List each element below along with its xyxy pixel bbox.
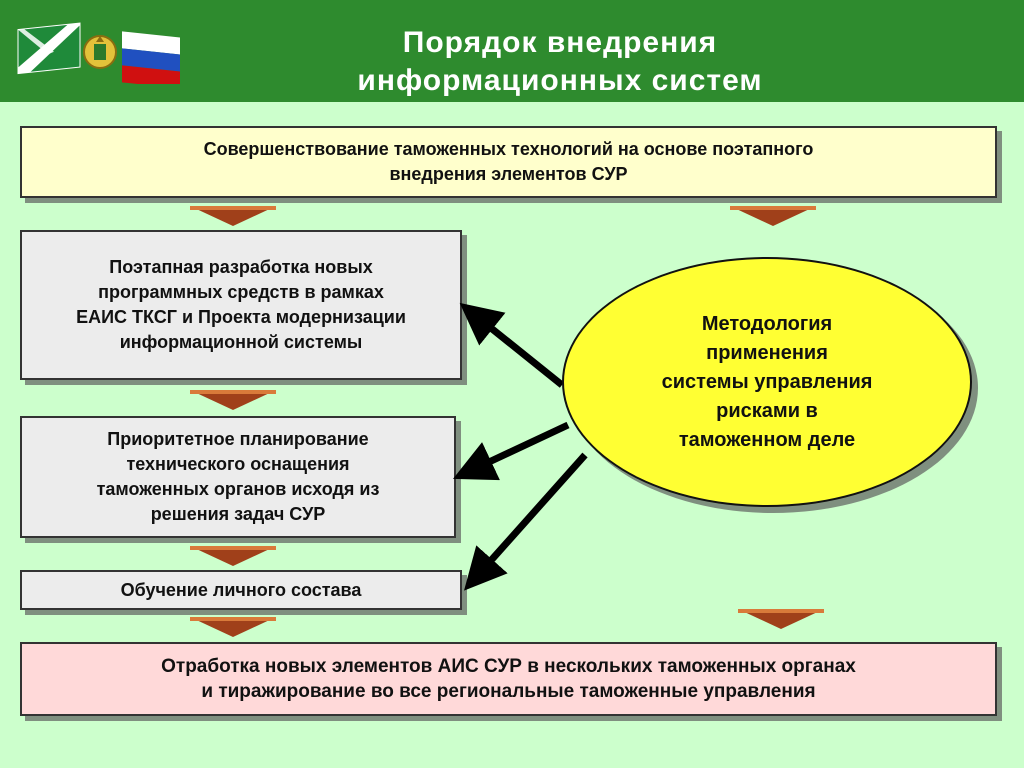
down-arrow-icon — [190, 546, 276, 566]
down-arrow-icon — [190, 617, 276, 637]
header-bar: Порядок внедрения информационных систем — [0, 0, 1024, 102]
step-text: Приоритетное планирование технического о… — [96, 429, 380, 524]
top-goal-text: Совершенствование таможенных технологий … — [203, 139, 814, 184]
bottom-result-box: Отработка новых элементов АИС СУР в неск… — [20, 642, 997, 716]
down-arrow-icon — [190, 206, 276, 226]
down-arrow-icon — [190, 390, 276, 410]
step-text: Обучение личного состава — [120, 579, 362, 600]
connector-arrow-icon — [452, 421, 570, 481]
step-box-planning: Приоритетное планирование технического о… — [20, 416, 456, 538]
methodology-ellipse: Методология применения системы управлени… — [562, 257, 972, 507]
customs-emblem-flags-icon — [17, 22, 180, 84]
methodology-text: Методология применения системы управлени… — [661, 312, 873, 451]
step-box-training: Обучение личного состава — [20, 570, 462, 610]
page-title: Порядок внедрения информационных систем — [357, 26, 763, 97]
down-arrow-icon — [730, 206, 816, 226]
bottom-result-text: Отработка новых элементов АИС СУР в неск… — [161, 656, 856, 702]
connector-arrow-icon — [459, 302, 565, 388]
step-box-development: Поэтапная разработка новых программных с… — [20, 230, 462, 380]
down-arrow-icon — [738, 609, 824, 629]
connector-arrow-icon — [464, 452, 588, 591]
top-goal-box: Совершенствование таможенных технологий … — [20, 126, 997, 198]
step-text: Поэтапная разработка новых программных с… — [76, 257, 406, 352]
